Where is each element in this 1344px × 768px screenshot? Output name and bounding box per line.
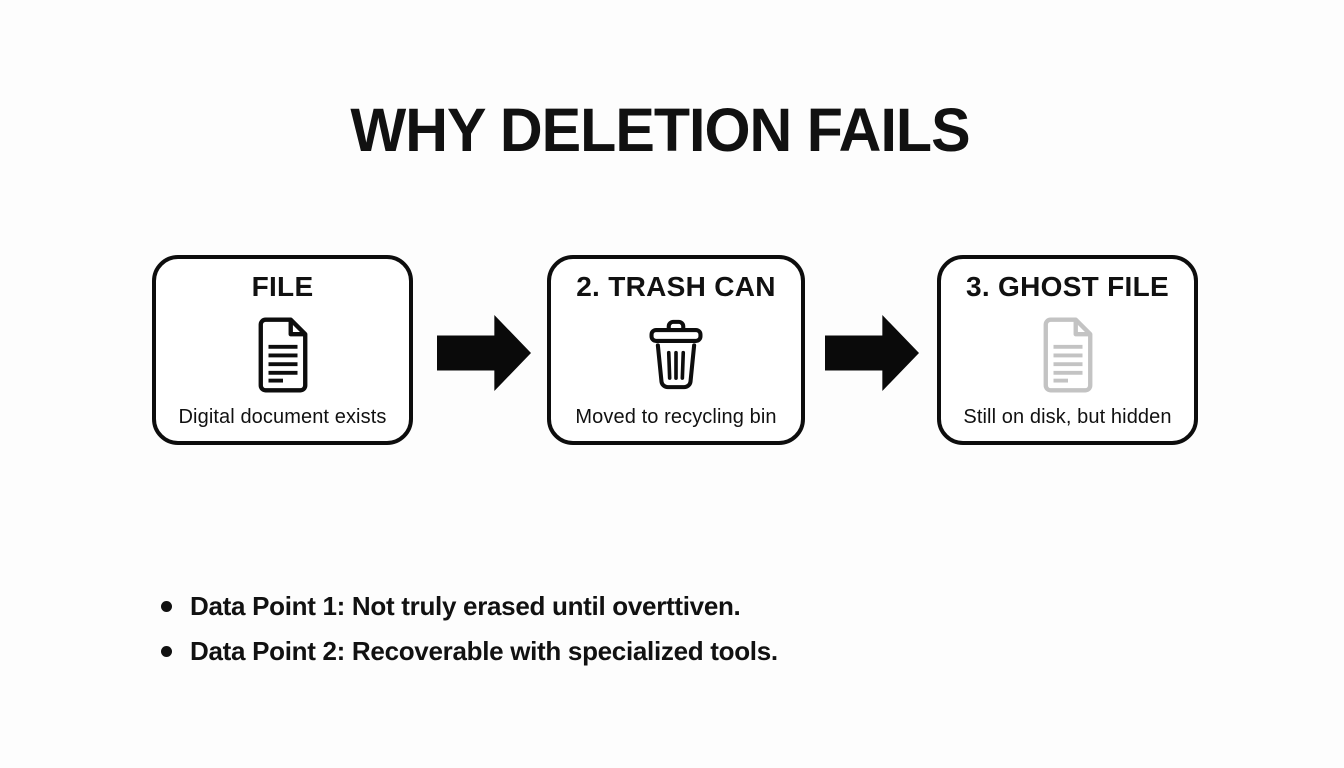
- page-title: WHY DELETION FAILS: [350, 96, 970, 164]
- bullet-dot: [161, 646, 172, 657]
- ghost-document-icon: [1039, 316, 1097, 393]
- bullet-dot: [161, 601, 172, 612]
- box-caption: Digital document exists: [178, 406, 387, 428]
- box-caption: Moved to recycling bin: [575, 406, 777, 428]
- bullet-text: Data Point 2: Recoverable with specializ…: [190, 636, 778, 666]
- box-caption: Still on disk, but hidden: [963, 406, 1172, 428]
- flow-box-ghost-file: 3. GHOST FILE Still on disk, but hidden: [937, 255, 1198, 445]
- bullet-text: Data Point 1: Not truly erased until ove…: [190, 591, 741, 621]
- document-icon: [254, 316, 312, 393]
- data-points-list: Data Point 1: Not truly erased until ove…: [161, 584, 778, 674]
- box-title: 3. GHOST FILE: [965, 271, 1170, 302]
- flow-box-trash-can: 2. TRASH CAN Moved to recycling bin: [547, 255, 805, 445]
- flow-box-file: FILE Digital document exists: [152, 255, 413, 445]
- right-arrow-icon: [437, 315, 531, 391]
- right-arrow-icon: [825, 315, 919, 391]
- trash-can-icon: [647, 316, 705, 393]
- box-title: 2. TRASH CAN: [576, 271, 776, 302]
- list-item: Data Point 1: Not truly erased until ove…: [161, 584, 778, 629]
- list-item: Data Point 2: Recoverable with specializ…: [161, 629, 778, 674]
- box-title: FILE: [251, 271, 314, 302]
